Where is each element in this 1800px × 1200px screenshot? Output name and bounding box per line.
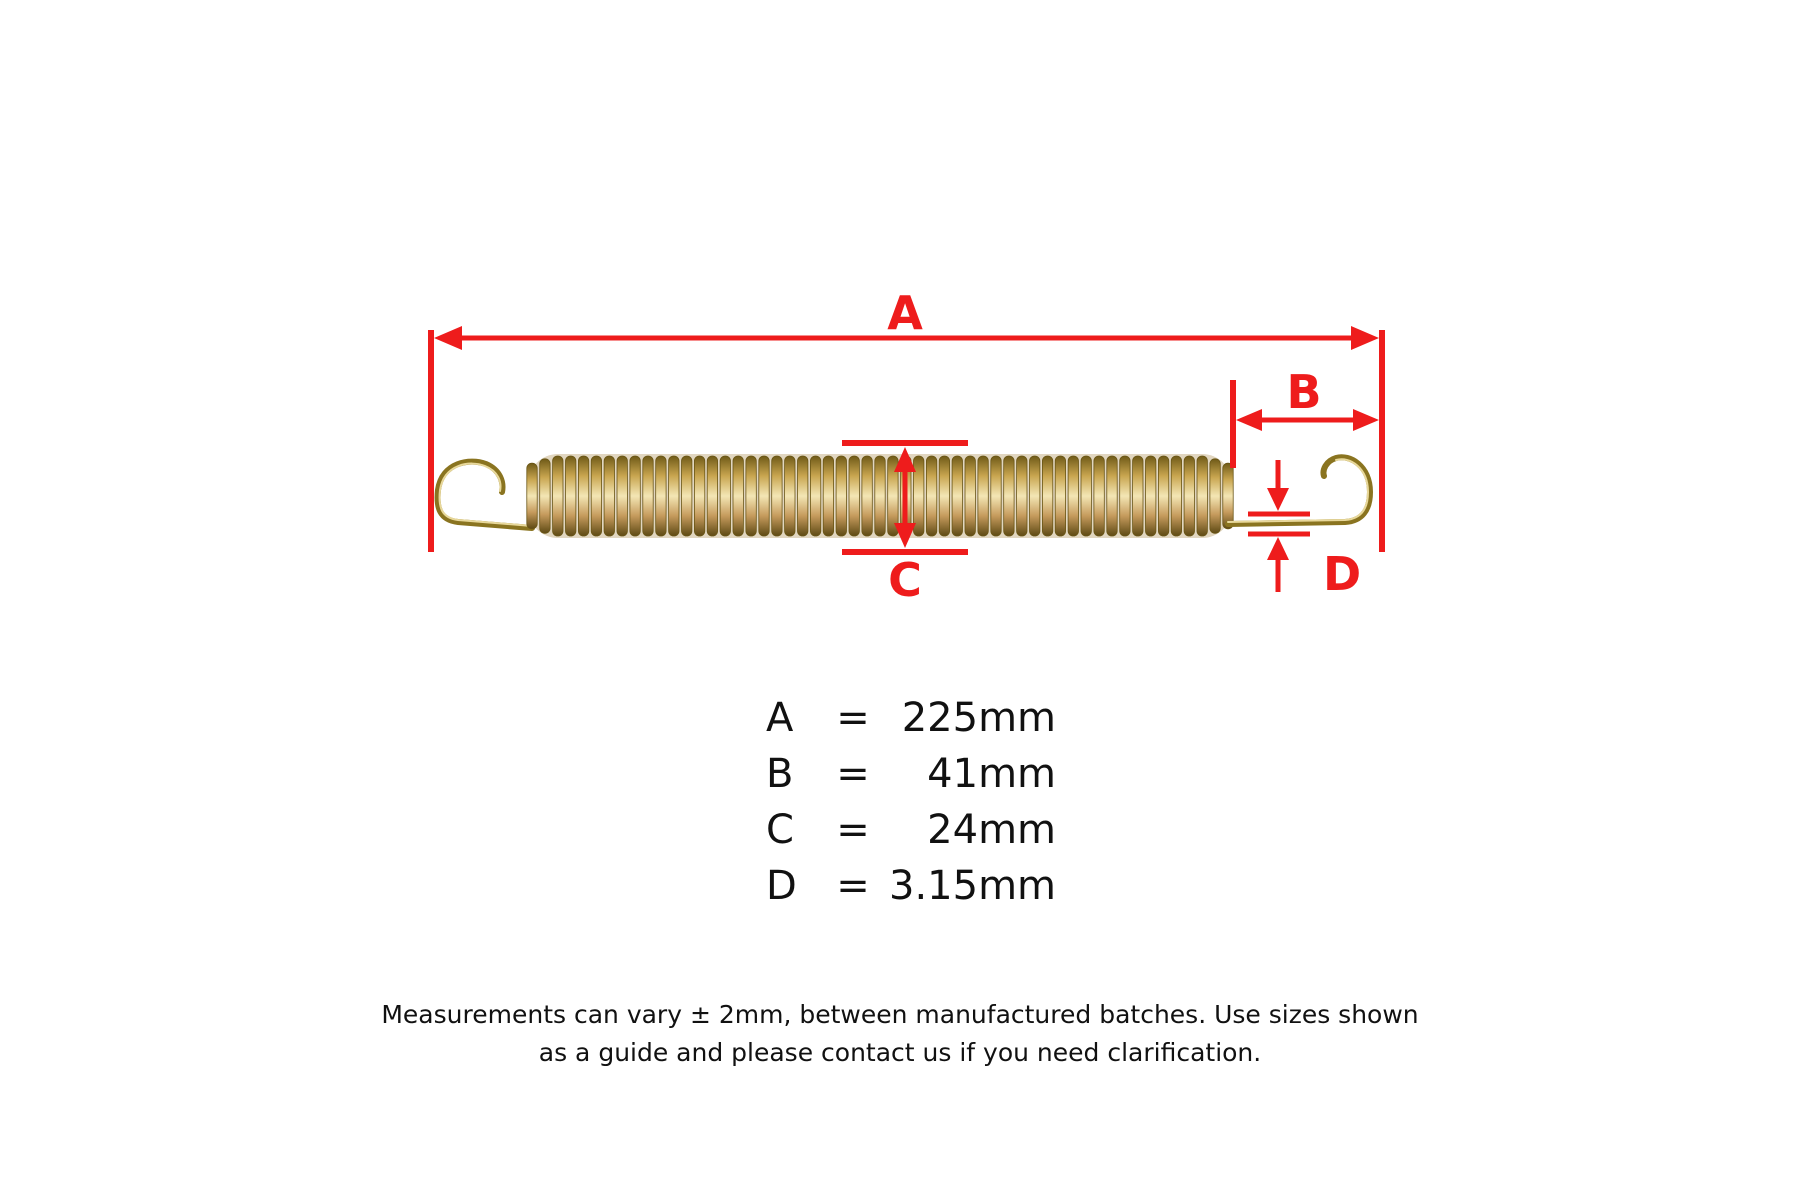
spring-coil (706, 455, 719, 537)
dimension-d-bottom-arrowhead (1267, 537, 1289, 560)
left-hook (434, 458, 535, 531)
spring-coil (629, 455, 641, 537)
dimension-b-left-arrowhead (1236, 409, 1262, 431)
spring-coil (938, 455, 951, 537)
spring-coil (887, 455, 899, 537)
dimension-a-label: A (887, 286, 923, 340)
right-hook (1225, 454, 1374, 527)
spring-coils (526, 454, 1234, 538)
spring-coil (926, 455, 938, 537)
spring-coil (1054, 455, 1066, 537)
left-hook-highlight (438, 462, 533, 527)
spring-coil (913, 455, 925, 537)
spring-coil (526, 462, 538, 530)
spec-key: B (766, 751, 794, 797)
spring-coil (603, 455, 615, 537)
spec-value: 24mm (927, 807, 1056, 853)
spec-equals: = (836, 807, 870, 853)
spring-coil (1067, 455, 1079, 537)
measurement-disclaimer: Measurements can vary ± 2mm, between man… (381, 1000, 1419, 1067)
spring-coil (1029, 455, 1041, 537)
spec-equals: = (836, 695, 870, 741)
spring-coil (565, 455, 577, 537)
spring-coil (1080, 455, 1092, 537)
spring-coil (616, 455, 628, 537)
dimension-b-right-arrowhead (1353, 409, 1379, 431)
spring-coil (745, 455, 757, 537)
spec-value: 225mm (901, 695, 1056, 741)
dimension-c-label: C (888, 553, 922, 607)
spring-coil (642, 455, 654, 537)
spring-coil (732, 455, 744, 537)
spring-coil (681, 455, 693, 537)
spec-row-d: D = 3.15mm (766, 858, 1056, 914)
spring-coil (758, 455, 770, 537)
spring-coil (655, 455, 667, 537)
spring-coil (719, 455, 731, 537)
spring-coil (822, 455, 835, 537)
spec-row-b: B = 41mm (766, 746, 1056, 802)
dimension-specs-table: A = 225mm B = 41mm C = 24mm D = 3.15mm (766, 690, 1056, 914)
spec-key: C (766, 807, 794, 853)
spring-illustration (434, 454, 1374, 538)
right-hook-highlight (1227, 458, 1370, 523)
spring-coil (848, 455, 860, 537)
dimension-c-top-arrowhead (894, 447, 916, 472)
spec-row-a: A = 225mm (766, 690, 1056, 746)
dimension-c-bottom-arrowhead (894, 523, 916, 548)
spring-coil (1209, 458, 1221, 534)
spring-coil (810, 455, 822, 537)
spec-key: A (766, 695, 794, 741)
spring-coil (1183, 455, 1195, 537)
spring-coil (874, 455, 886, 537)
spring-coil (1093, 455, 1105, 537)
spring-coil (578, 455, 590, 537)
spring-coil (1119, 455, 1131, 537)
spec-equals: = (836, 751, 870, 797)
spring-coil (977, 455, 989, 537)
spring-coil (1145, 455, 1157, 537)
spring-coil (552, 455, 564, 537)
spring-coil (668, 455, 680, 537)
spring-coil (1170, 455, 1182, 537)
spring-coil (590, 455, 603, 537)
spring-coil (1106, 455, 1118, 537)
spring-coil (1042, 455, 1054, 537)
dimension-a-left-arrowhead (434, 326, 462, 350)
spring-coil (539, 458, 551, 534)
spring-coil (835, 455, 847, 537)
spring-coil (951, 455, 963, 537)
spring-coil (990, 455, 1002, 537)
dimension-d-label: D (1323, 547, 1361, 601)
spring-coil (797, 455, 809, 537)
spring-coil (964, 455, 976, 537)
dimension-a-right-arrowhead (1351, 326, 1379, 350)
spring-coil (1222, 462, 1234, 530)
spring-coil (861, 455, 873, 537)
spring-coil (784, 455, 796, 537)
spec-key: D (766, 863, 797, 909)
dimension-b-label: B (1286, 365, 1321, 419)
spring-coil (1016, 455, 1028, 537)
spring-coil (771, 455, 783, 537)
spring-coil (694, 455, 706, 537)
spring-coil (1003, 455, 1015, 537)
spec-equals: = (836, 863, 870, 909)
spring-coil (1196, 455, 1208, 537)
spec-value: 3.15mm (889, 863, 1056, 909)
spring-coil (1158, 455, 1170, 537)
spec-row-c: C = 24mm (766, 802, 1056, 858)
spec-value: 41mm (927, 751, 1056, 797)
spring-coil (1132, 455, 1144, 537)
dimension-d-top-arrowhead (1267, 488, 1289, 511)
